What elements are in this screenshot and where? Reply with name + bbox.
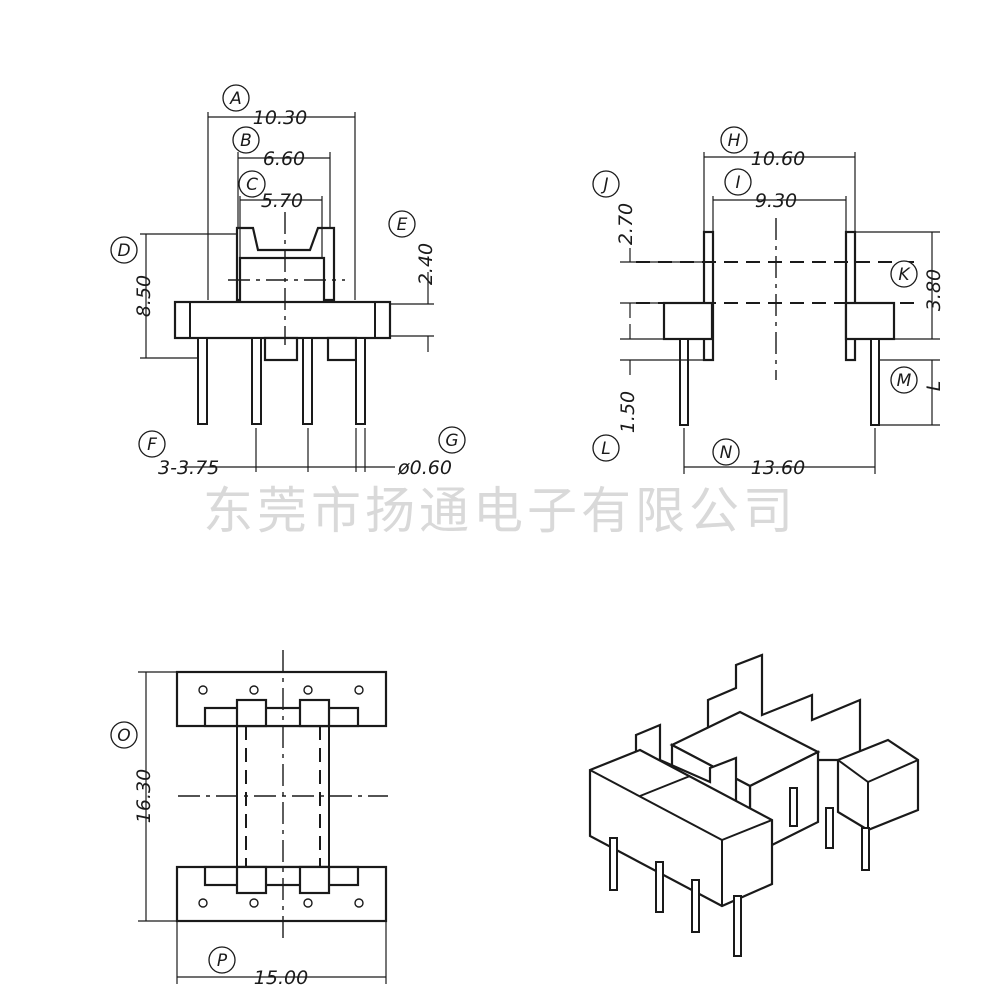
iso-pin — [733, 895, 742, 957]
label-p: P — [217, 951, 228, 971]
dim-g-value: ø0.60 — [397, 457, 452, 479]
label-i: I — [735, 173, 740, 193]
pin-hole — [198, 898, 208, 908]
front-view: A 10.30 B 6.60 C 5.70 D 8.50 E 2.40 — [110, 84, 466, 479]
label-circle-i — [724, 168, 752, 196]
label-circle-j — [592, 170, 620, 198]
label-circle-e — [388, 210, 416, 238]
label-h: H — [728, 131, 741, 151]
label-circle-o — [110, 721, 138, 749]
side-view: H 10.60 I 9.30 J 2.70 K 3.80 L 1.50 — [592, 126, 945, 479]
front-pin — [197, 337, 208, 425]
top-view-tab — [298, 698, 331, 728]
side-pin-left — [679, 338, 689, 426]
front-flange — [173, 300, 392, 340]
dim-k-value: 3.80 — [923, 269, 945, 311]
label-b: B — [240, 131, 252, 151]
top-view-tab — [235, 698, 268, 728]
label-circle-f — [138, 430, 166, 458]
dim-c-value: 5.70 — [261, 190, 303, 212]
side-flange-left — [702, 230, 715, 362]
side-base-right — [844, 301, 896, 341]
front-bottom-tab — [263, 336, 299, 362]
dim-d-value: 8.50 — [133, 275, 155, 317]
side-flange-right — [844, 230, 857, 362]
label-circle-h — [720, 126, 748, 154]
label-circle-k — [890, 260, 918, 288]
isometric-view — [588, 653, 920, 957]
label-circle-m — [890, 366, 918, 394]
label-m: M — [897, 371, 912, 391]
iso-pin — [861, 827, 870, 871]
iso-back-right-block — [836, 738, 920, 832]
front-pin — [251, 337, 262, 425]
front-pin — [302, 337, 313, 425]
iso-pin — [609, 837, 618, 891]
label-n: N — [720, 443, 733, 463]
label-k: K — [898, 265, 911, 285]
iso-pin — [789, 787, 798, 827]
side-base-left — [662, 301, 714, 341]
label-o: O — [117, 726, 130, 746]
label-circle-a — [222, 84, 250, 112]
iso-pin — [825, 807, 834, 849]
iso-pin — [691, 879, 700, 933]
label-e: E — [397, 215, 408, 235]
pin-hole — [354, 898, 364, 908]
label-circle-p — [208, 946, 236, 974]
iso-pin — [655, 861, 664, 913]
pin-hole — [303, 685, 313, 695]
dim-i-value: 9.30 — [755, 190, 797, 212]
top-view-slot-upper — [203, 706, 360, 728]
dim-j-value: 2.70 — [615, 203, 637, 245]
label-circle-g — [438, 426, 466, 454]
dim-h-value: 10.60 — [751, 148, 805, 170]
dim-l-value: 1.50 — [617, 391, 639, 433]
pin-hole — [249, 685, 259, 695]
dim-p-value: 15.00 — [254, 967, 308, 989]
label-l: L — [601, 439, 610, 459]
pin-hole — [198, 685, 208, 695]
side-pin-right — [870, 338, 880, 426]
top-view-tab — [298, 865, 331, 895]
label-circle-l — [592, 434, 620, 462]
front-pin — [355, 337, 366, 425]
dim-o-value: 16.30 — [133, 769, 155, 823]
top-view-slot-lower — [203, 865, 360, 887]
watermark: 东莞市扬通电子有限公司 — [203, 482, 797, 540]
dim-b-value: 6.60 — [263, 148, 305, 170]
label-circle-n — [712, 438, 740, 466]
dim-e-value: 2.40 — [415, 243, 437, 285]
top-view: O 16.30 P 15.00 — [110, 650, 388, 989]
label-c: C — [246, 175, 258, 195]
pin-hole — [249, 898, 259, 908]
label-circle-b — [232, 126, 260, 154]
dim-f-value: 3-3.75 — [158, 457, 219, 479]
label-circle-d — [110, 236, 138, 264]
dim-a-value: 10.30 — [253, 107, 307, 129]
top-view-tab — [235, 865, 268, 895]
label-d: D — [117, 241, 130, 261]
label-circle-c — [238, 170, 266, 198]
pin-hole — [303, 898, 313, 908]
front-bottom-tab — [326, 336, 358, 362]
label-f: F — [147, 435, 157, 455]
label-a: A — [229, 89, 242, 109]
label-g: G — [445, 431, 458, 451]
pin-hole — [354, 685, 364, 695]
iso-front-block — [588, 748, 774, 908]
label-j: J — [600, 175, 608, 195]
dim-n-value: 13.60 — [751, 457, 805, 479]
dim-m-value: L — [923, 381, 945, 392]
